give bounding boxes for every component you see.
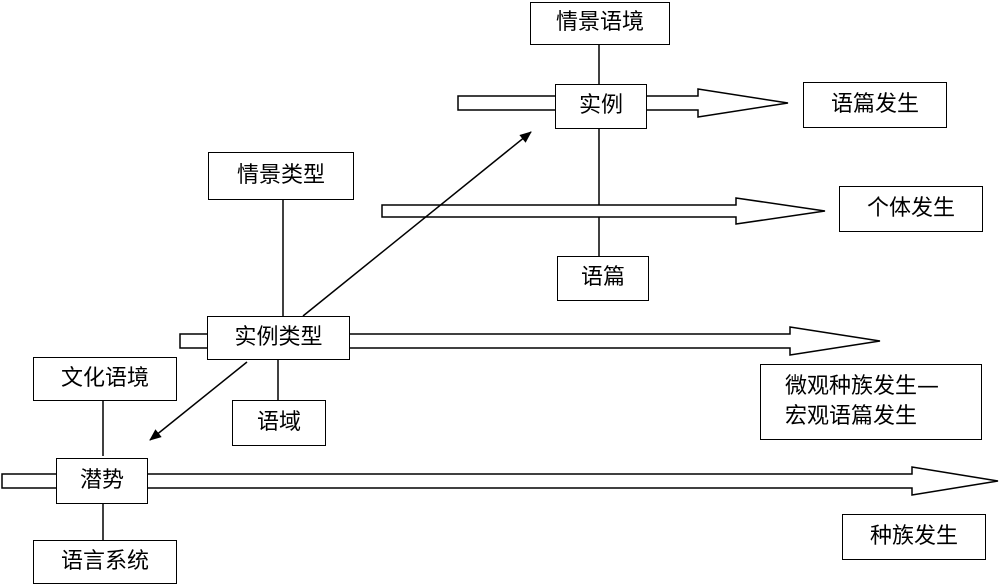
micro-macro-line2: 宏观语篇发生 — [785, 404, 918, 429]
instance-box: 实例 — [555, 84, 647, 129]
micro-macro-genesis-label: 微观种族发生— 宏观语篇发生 — [760, 364, 982, 440]
phylogenesis-label: 种族发生 — [842, 514, 986, 560]
text-box: 语篇 — [557, 256, 649, 301]
language-system-box: 语言系统 — [33, 540, 177, 584]
context-of-situation-box: 情景语境 — [530, 2, 670, 45]
register-box: 语域 — [232, 400, 326, 446]
potential-box: 潜势 — [56, 458, 148, 504]
ontogenesis-label: 个体发生 — [839, 186, 983, 232]
phylogenesis-arrow — [1, 466, 999, 496]
instantiation-down-arrow — [149, 361, 248, 441]
logogenesis-label: 语篇发生 — [803, 82, 947, 128]
micro-macro-line1: 微观种族发生— — [785, 374, 940, 400]
instance-type-box: 实例类型 — [207, 316, 350, 360]
situation-type-box: 情景类型 — [208, 152, 354, 200]
context-of-culture-box: 文化语境 — [33, 357, 177, 401]
instantiation-up-arrow — [302, 131, 532, 317]
ontogenesis-arrow — [381, 197, 826, 225]
